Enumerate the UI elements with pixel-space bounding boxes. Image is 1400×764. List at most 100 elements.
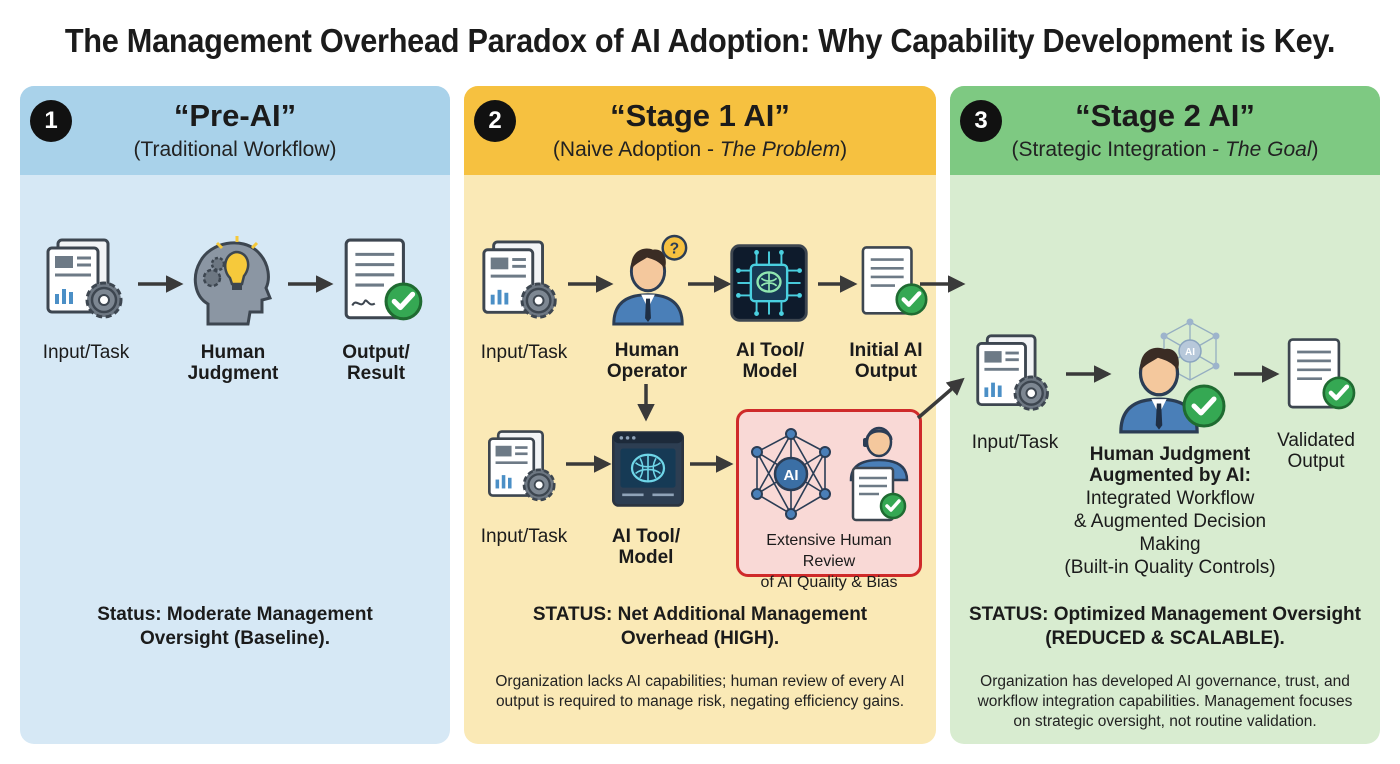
label-line: Result [346, 363, 406, 384]
panel-title: “Pre-AI” [173, 98, 297, 133]
label-line: Human [200, 342, 266, 363]
status-text: STATUS: Optimized Management Oversight (… [950, 603, 1380, 651]
subtitle-emphasis: The Goal [1225, 138, 1312, 161]
panel-header: 1 “Pre-AI” (Traditional Workflow) [20, 86, 450, 175]
document-gear-icon [42, 236, 132, 326]
label-line: Human [614, 340, 680, 361]
panel-subtitle: (Traditional Workflow) [133, 138, 337, 161]
flow-arrow [1066, 365, 1112, 383]
flow-arrow [818, 275, 858, 293]
document-gear-icon [478, 238, 566, 326]
panel-pre-ai: 1 “Pre-AI” (Traditional Workflow) Input/… [20, 86, 450, 744]
note-line: on strategic oversight, not routine vali… [1013, 713, 1317, 730]
person-question-icon: ? [612, 234, 688, 326]
subtitle-text: ) [1311, 138, 1319, 161]
human-review-highlight: AI Extensive Human Review of AI Quality … [736, 409, 922, 591]
validated-document-icon [1282, 336, 1362, 416]
reviewer-document-icon [849, 426, 909, 522]
human-judgment-label: Human Judgment [170, 342, 296, 384]
label-line: Augmented by AI: [1089, 465, 1251, 486]
page-title: The Management Overhead Paradox of AI Ad… [64, 22, 1336, 59]
svg-text:?: ? [670, 241, 680, 258]
status-line: Oversight (Baseline). [139, 628, 331, 649]
label-line: Initial AI [849, 340, 923, 361]
note-line: output is required to manage risk, negat… [495, 693, 905, 710]
panel-header: 3 “Stage 2 AI” (Strategic Integration - … [950, 86, 1380, 175]
augmented-person-icon: AI [1119, 318, 1226, 434]
panel-subtitle: (Naive Adoption - The Problem) [464, 138, 936, 162]
input-task-label: Input/Task [480, 342, 568, 363]
signed-document-check-icon [344, 238, 423, 321]
ai-badge-text: AI [1185, 347, 1195, 358]
flow-arrow [1234, 365, 1280, 383]
status-line: Overhead (HIGH). [620, 628, 780, 649]
label-line: AI Tool/ [735, 340, 805, 361]
ai-chip-icon [726, 240, 812, 326]
explanation-note: Organization has developed AI governance… [950, 672, 1380, 732]
label-line: Integrated Workflow [1085, 488, 1255, 509]
step-number-badge: 2 [474, 100, 516, 142]
subtitle-text: (Strategic Integration - [1011, 138, 1226, 161]
review-label: Extensive Human Review of AI Quality & B… [739, 530, 919, 593]
status-text: STATUS: Net Additional Management Overhe… [464, 603, 936, 651]
flow-arrow [566, 455, 612, 473]
label-line: Output [1287, 451, 1345, 472]
input-task-label: Input/Task [971, 432, 1059, 453]
document-gear-icon [484, 428, 564, 508]
flow-arrow [138, 275, 184, 293]
ai-tool-label: AI Tool/ Model [712, 340, 828, 382]
label-line: Model [742, 361, 798, 382]
panel-stage-2-ai: 3 “Stage 2 AI” (Strategic Integration - … [950, 86, 1380, 744]
label-line: of AI Quality & Bias [760, 574, 898, 591]
label-line: Judgment [187, 363, 279, 384]
head-lightbulb-icon [193, 236, 273, 326]
status-line: STATUS: Optimized Management Oversight [968, 604, 1361, 625]
panel-title: “Stage 2 AI” [1075, 98, 1255, 133]
validated-output-label: Validated Output [1260, 430, 1372, 472]
augmented-judgment-label: Human Judgment Augmented by AI: Integrat… [1050, 444, 1290, 578]
step-number-badge: 3 [960, 100, 1002, 142]
note-line: Organization lacks AI capabilities; huma… [495, 673, 905, 690]
step-number-badge: 1 [30, 100, 72, 142]
label-line: Output/ [342, 342, 410, 363]
flow-arrow [690, 455, 734, 473]
input-task-label: Input/Task [480, 526, 568, 547]
flow-arrow [568, 275, 614, 293]
status-line: (REDUCED & SCALABLE). [1045, 628, 1285, 649]
panel-subtitle: (Strategic Integration - The Goal) [950, 138, 1380, 162]
explanation-note: Organization lacks AI capabilities; huma… [464, 672, 936, 712]
panel-title: “Stage 1 AI” [610, 98, 790, 133]
initial-output-label: Initial AI Output [834, 340, 936, 382]
label-line: AI Tool/ [611, 526, 681, 547]
status-text: Status: Moderate Management Oversight (B… [20, 603, 450, 651]
label-line: (Built-in Quality Controls) [1064, 557, 1276, 578]
subtitle-text: ) [840, 138, 848, 161]
flow-arrow-to-stage-2 [916, 377, 965, 420]
ai-tool-label: AI Tool/ Model [588, 526, 704, 568]
label-line: & Augmented Decision [1073, 511, 1267, 532]
flow-arrow [288, 275, 334, 293]
label-line: Model [618, 547, 674, 568]
label-line: Human Judgment [1089, 444, 1251, 465]
label-line: Output [854, 361, 918, 382]
note-line: Organization has developed AI governance… [980, 673, 1350, 690]
human-operator-label: Human Operator [586, 340, 708, 382]
note-line: workflow integration capabilities. Manag… [977, 693, 1353, 710]
flow-arrow [688, 275, 732, 293]
document-gear-icon [972, 332, 1058, 418]
panel-stage-1-ai: 2 “Stage 1 AI” (Naive Adoption - The Pro… [464, 86, 936, 744]
input-task-label: Input/Task [42, 342, 130, 363]
status-line: Status: Moderate Management [97, 604, 373, 625]
ai-badge-text: AI [784, 467, 799, 484]
label-line: Operator [606, 361, 688, 382]
ai-network-icon: AI [751, 428, 831, 520]
flow-arrow-down [637, 384, 655, 422]
label-line: Extensive Human Review [766, 532, 892, 570]
panel-header: 2 “Stage 1 AI” (Naive Adoption - The Pro… [464, 86, 936, 175]
subtitle-text: (Naive Adoption - [552, 138, 720, 161]
output-result-label: Output/ Result [316, 342, 436, 384]
subtitle-emphasis: The Problem [719, 138, 841, 161]
label-line: Making [1139, 534, 1201, 555]
ai-monitor-icon [608, 426, 688, 512]
label-line: Validated [1277, 430, 1355, 451]
